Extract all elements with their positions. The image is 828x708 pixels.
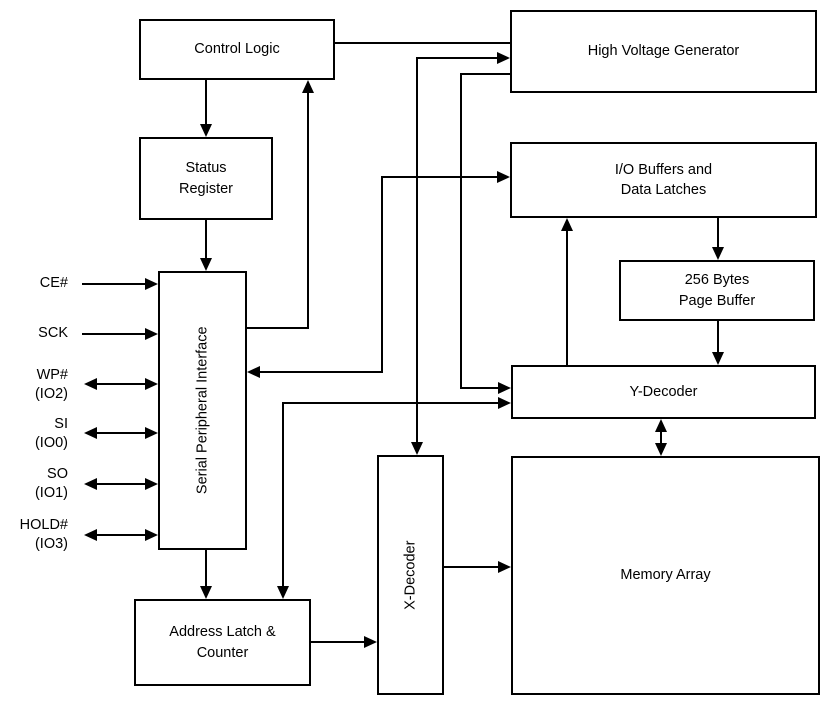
block-address-latch-counter: Address Latch & Counter xyxy=(134,599,311,686)
signal-line-wp xyxy=(95,383,147,385)
arrowhead-si-out xyxy=(84,427,97,439)
connector-ydecoder-to-iobuffers-line xyxy=(566,230,568,366)
arrowhead-into-xdecoder-left xyxy=(364,636,377,648)
connector-spi-iobuffers-hseg2 xyxy=(381,176,498,178)
connector-address-latch-to-xdecoder-line xyxy=(311,641,366,643)
connector-spi-to-control-hseg xyxy=(247,327,309,329)
block-y-decoder-label: Y-Decoder xyxy=(629,383,698,400)
connector-ydecoder-memory-line xyxy=(660,430,662,445)
connector-control-to-status-line xyxy=(205,80,207,126)
connector-bus2-to-ydecoder-hseg xyxy=(460,387,499,389)
block-control-logic: Control Logic xyxy=(139,19,335,80)
block-control-logic-label: Control Logic xyxy=(194,41,280,58)
block-memory-array-label: Memory Array xyxy=(620,567,711,584)
arrowhead-into-spi-right xyxy=(247,366,260,378)
block-io-buffers-label: I/O Buffers and Data Latches xyxy=(614,161,713,199)
block-x-decoder: X-Decoder xyxy=(377,455,444,695)
connector-pagebuffer-to-ydecoder-line xyxy=(717,321,719,354)
connector-spi-to-control-vseg xyxy=(307,91,309,329)
arrowhead-into-iobuffers-bottom xyxy=(561,218,573,231)
block-high-voltage-generator: High Voltage Generator xyxy=(510,10,817,93)
arrowhead-into-control-logic xyxy=(302,80,314,93)
block-status-register: Status Register xyxy=(139,137,273,220)
arrowhead-into-address-latch-right xyxy=(277,586,289,599)
arrowhead-wp-out xyxy=(84,378,97,390)
connector-spi-iobuffers-hseg1 xyxy=(258,371,383,373)
connector-spi-iobuffers-vseg xyxy=(381,176,383,373)
arrowhead-into-xdecoder-top xyxy=(411,442,423,455)
arrowhead-into-hvgen xyxy=(497,52,510,64)
arrowhead-hold-out xyxy=(84,529,97,541)
signal-line-ce xyxy=(82,283,146,285)
arrowhead-into-status-register xyxy=(200,124,212,137)
connector-status-to-spi-line xyxy=(205,220,207,260)
arrowhead-so-into-spi xyxy=(145,478,158,490)
arrowhead-into-iobuffers-left xyxy=(497,171,510,183)
block-io-buffers: I/O Buffers and Data Latches xyxy=(510,142,817,218)
block-memory-array: Memory Array xyxy=(511,456,820,695)
block-serial-peripheral-interface-label: Serial Peripheral Interface xyxy=(194,326,211,495)
arrowhead-so-out xyxy=(84,478,97,490)
arrowhead-into-ydecoder-lower xyxy=(498,397,511,409)
arrowhead-wp-into-spi xyxy=(145,378,158,390)
block-high-voltage-generator-label: High Voltage Generator xyxy=(587,43,740,60)
signal-label-wp: WP# (IO2) xyxy=(34,367,68,402)
arrowhead-sck-into-spi xyxy=(145,328,158,340)
connector-bus2-vseg xyxy=(460,73,462,389)
arrowhead-into-memory-left xyxy=(498,561,511,573)
connector-bus2-to-hvgen-hseg xyxy=(460,73,512,75)
signal-line-sck xyxy=(82,333,146,335)
block-x-decoder-label: X-Decoder xyxy=(402,540,419,610)
signal-line-si xyxy=(95,432,147,434)
signal-label-so: SO (IO1) xyxy=(34,466,68,501)
block-address-latch-counter-label: Address Latch & Counter xyxy=(169,624,276,661)
arrowhead-ce-into-spi xyxy=(145,278,158,290)
connector-bus-to-xdecoder-vseg xyxy=(416,57,418,444)
arrowhead-si-into-spi xyxy=(145,427,158,439)
signal-label-sck: SCK xyxy=(38,325,68,341)
arrowhead-hold-into-spi xyxy=(145,529,158,541)
arrowhead-into-pagebuffer-top xyxy=(712,247,724,260)
connector-spi-to-address-latch-line xyxy=(205,550,207,588)
block-status-register-label: Status Register xyxy=(179,160,233,197)
signal-label-hold: HOLD# (IO3) xyxy=(19,517,68,552)
block-serial-peripheral-interface: Serial Peripheral Interface xyxy=(158,271,247,550)
arrowhead-into-ydecoder-top xyxy=(712,352,724,365)
connector-control-to-hvgen xyxy=(335,42,511,44)
connector-xdecoder-to-memory-line xyxy=(444,566,499,568)
signal-label-ce: CE# xyxy=(39,275,68,291)
arrowhead-into-ydecoder-bottom xyxy=(655,419,667,432)
arrowhead-into-spi-top xyxy=(200,258,212,271)
block-y-decoder: Y-Decoder xyxy=(511,365,816,419)
signal-line-so xyxy=(95,483,147,485)
connector-branch-to-ydecoder-hseg xyxy=(282,402,499,404)
block-page-buffer-label: 256 Bytes Page Buffer xyxy=(678,272,756,309)
block-page-buffer: 256 Bytes Page Buffer xyxy=(619,260,815,321)
connector-iobuffers-to-pagebuffer-line xyxy=(717,218,719,249)
arrowhead-into-memory-top xyxy=(655,443,667,456)
connector-bus-to-hvgen-hseg xyxy=(416,57,498,59)
signal-line-hold xyxy=(95,534,147,536)
arrowhead-into-ydecoder-upper xyxy=(498,382,511,394)
arrowhead-into-address-latch-left xyxy=(200,586,212,599)
connector-branch-to-address-latch-vseg xyxy=(282,402,284,588)
signal-label-si: SI (IO0) xyxy=(34,416,68,451)
